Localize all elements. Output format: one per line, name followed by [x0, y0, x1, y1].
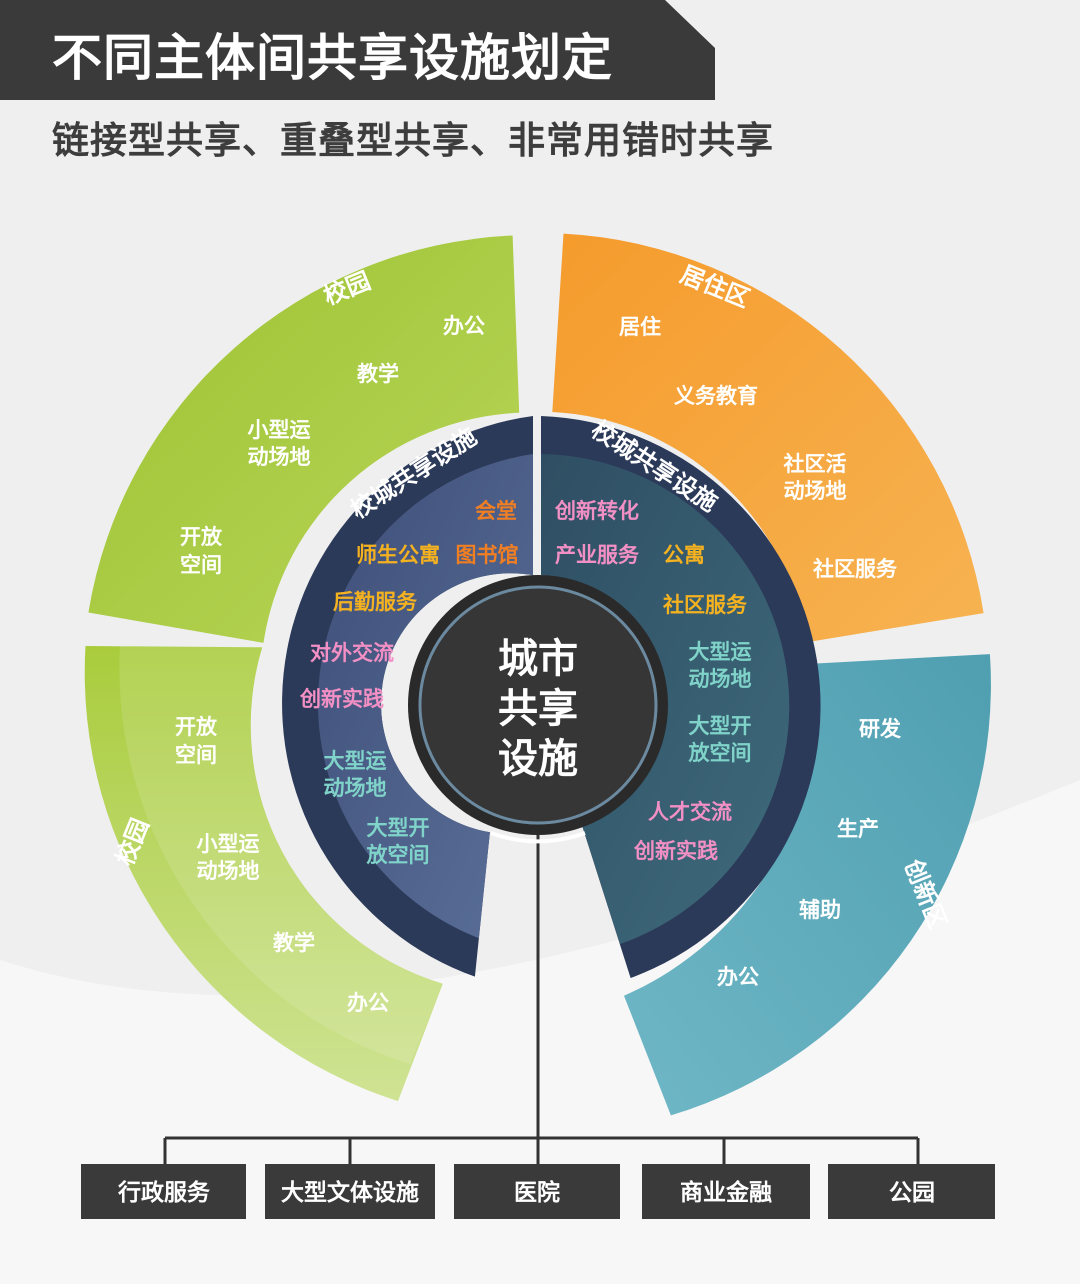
innovation-item-production: 生产 [837, 817, 879, 841]
campus-bottom-item-office: 办公 [347, 991, 389, 1015]
left-ring-item-logistics: 后勤服务 [333, 590, 418, 614]
residential-item-housing: 居住 [619, 315, 661, 339]
campus-top-item-openspace-line1: 开放 [180, 525, 223, 549]
right-ring-item-innovation-practice: 创新实践 [633, 839, 718, 863]
campus-bottom-sector [84, 646, 443, 1102]
facility-box-admin: 行政服务 [81, 1164, 246, 1219]
residential-sector [552, 233, 984, 643]
center-label-line1: 城市 [498, 636, 578, 682]
left-ring-item-innovation: 创新实践 [299, 687, 384, 711]
campus-top-sector [88, 235, 520, 643]
campus-bottom-item-teaching: 教学 [273, 931, 315, 955]
innovation-sector [624, 654, 991, 1116]
right-ring-item-sports-line1: 大型运 [689, 640, 752, 664]
facility-box-park: 公园 [828, 1164, 995, 1219]
facility-label-hospital: 医院 [514, 1179, 560, 1206]
right-ring-inner [541, 454, 790, 944]
center-label-line3: 设施 [498, 736, 578, 782]
campus-bottom-item-openspace-line1: 开放 [175, 715, 218, 739]
facility-label-culture-sports: 大型文体设施 [281, 1179, 419, 1206]
campus-bottom-item-openspace-line2: 空间 [175, 743, 217, 767]
residential-item-community-sports-line2: 动场地 [784, 479, 847, 503]
facility-label-park: 公园 [889, 1180, 935, 1206]
campus-bottom-item-sports-line2: 动场地 [197, 859, 260, 883]
connector-lines [163, 820, 920, 1164]
left-ring-item-auditorium: 会堂 [475, 499, 517, 523]
left-ring-item-dormitory: 师生公寓 [356, 543, 440, 567]
campus-top-item-openspace-line2: 空间 [180, 553, 222, 577]
innovation-item-office: 办公 [717, 965, 759, 989]
facility-label-commerce: 商业金融 [680, 1179, 772, 1206]
center-label-line2: 共享 [498, 686, 578, 732]
left-ring-inner [317, 454, 533, 939]
right-ring-item-openspace-line1: 大型开 [689, 714, 752, 738]
right-ring-item-talent-exchange: 人才交流 [648, 800, 732, 824]
page-title: 不同主体间共享设施划定 [52, 29, 613, 87]
left-ring-item-openspace-line1: 大型开 [367, 816, 430, 840]
left-ring-item-sports-line2: 动场地 [324, 776, 387, 800]
right-ring-item-sports-line2: 动场地 [689, 667, 752, 691]
campus-top-item-sports-line2: 动场地 [248, 445, 311, 469]
residential-item-compulsory-education: 义务教育 [674, 384, 758, 408]
facility-box-commerce: 商业金融 [642, 1164, 810, 1219]
right-ring-item-innovation-transfer: 创新转化 [554, 499, 639, 523]
right-ring-item-community-service: 社区服务 [662, 593, 748, 617]
right-ring-item-industry-service: 产业服务 [555, 543, 640, 567]
center-core [418, 585, 658, 825]
right-ring-item-openspace-line2: 放空间 [688, 741, 752, 765]
innovation-item-rnd: 研发 [859, 717, 902, 741]
page-subtitle: 链接型共享、重叠型共享、非常用错时共享 [52, 119, 774, 162]
center-core-accent-arc [490, 831, 586, 844]
campus-top-item-sports-line1: 小型运 [248, 418, 311, 442]
left-ring-item-exchange: 对外交流 [310, 641, 394, 665]
left-ring-item-sports-line1: 大型运 [324, 749, 387, 773]
campus-bottom-inner-band [119, 646, 444, 1064]
campus-top-item-teaching: 教学 [357, 362, 399, 386]
facility-box-culture-sports: 大型文体设施 [265, 1164, 435, 1219]
title-banner [0, 0, 715, 100]
campus-bottom-item-sports-line1: 小型运 [197, 832, 260, 856]
residential-item-community-service: 社区服务 [812, 557, 898, 581]
right-ring-item-apartment: 公寓 [663, 543, 705, 567]
residential-item-community-sports-line1: 社区活 [783, 452, 847, 476]
innovation-item-auxiliary: 辅助 [799, 898, 841, 922]
left-ring-item-openspace-line2: 放空间 [366, 843, 430, 867]
facility-label-admin: 行政服务 [117, 1179, 211, 1206]
facility-box-hospital: 医院 [454, 1164, 620, 1219]
left-ring-item-library: 图书馆 [456, 543, 519, 567]
campus-top-item-office: 办公 [443, 314, 485, 338]
